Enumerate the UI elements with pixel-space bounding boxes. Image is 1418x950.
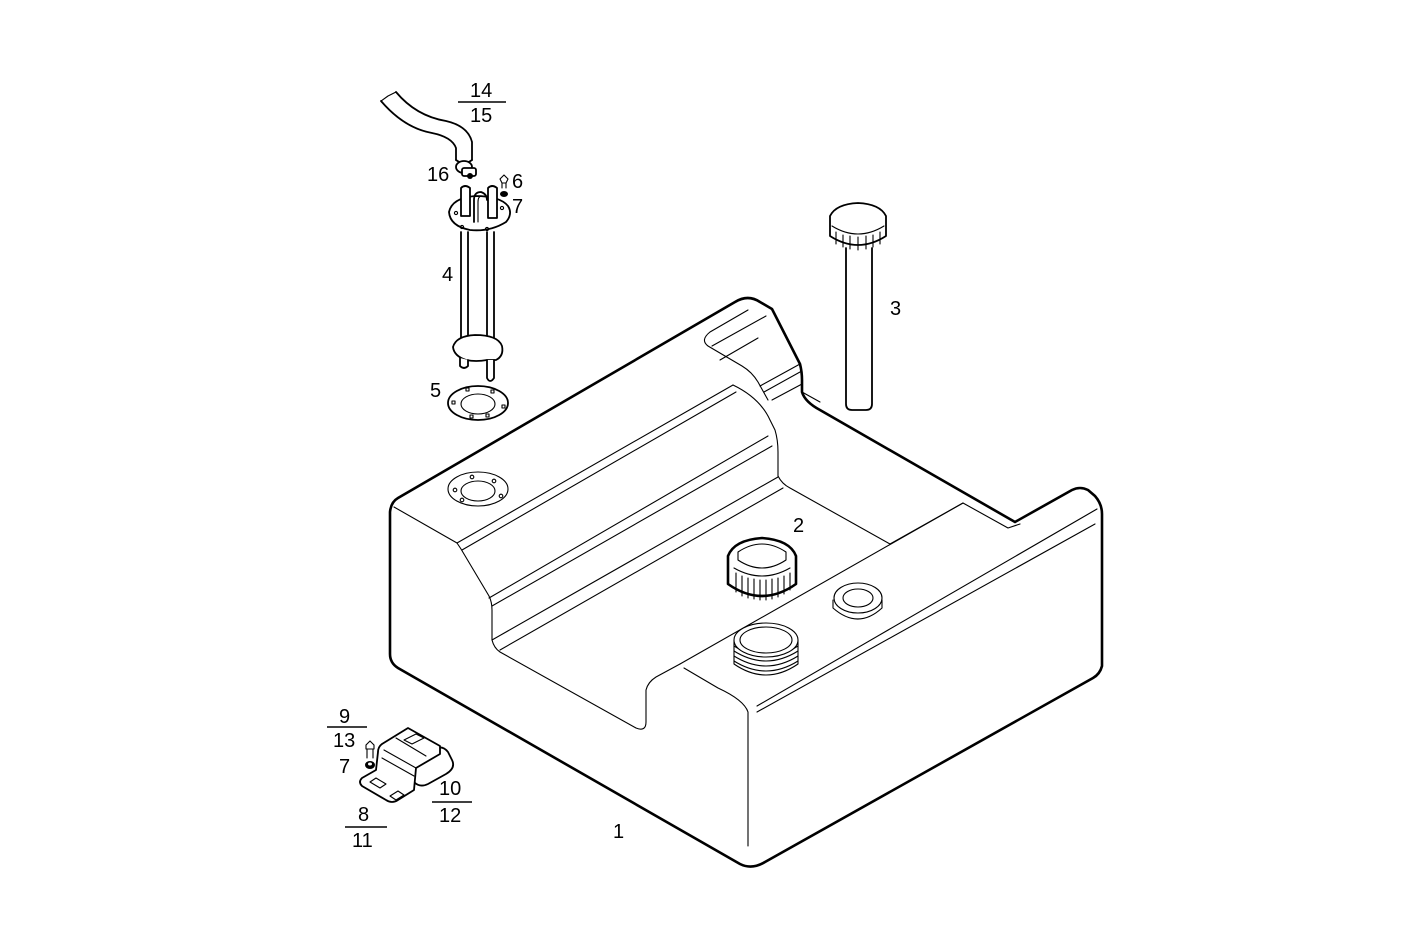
callout-labels: 14 15 16 6 7 4 5 3 2 1 9 13 7 10 12 8 11 <box>327 80 901 852</box>
callout-4: 4 <box>442 264 453 286</box>
callout-16: 16 <box>427 164 449 186</box>
callout-6: 6 <box>512 171 523 193</box>
callout-7-sender: 7 <box>512 196 523 218</box>
tank-fitting <box>832 582 883 620</box>
callout-14: 14 <box>470 80 492 102</box>
callout-2: 2 <box>793 515 804 537</box>
tank-sender-port <box>447 471 509 507</box>
callout-12: 12 <box>439 805 461 827</box>
callout-1: 1 <box>613 821 624 843</box>
filler-cap <box>726 536 798 601</box>
filler-tube-with-cap <box>829 202 887 411</box>
filler-neck <box>733 622 799 676</box>
hose-clamp <box>455 160 477 179</box>
bracket-bolt <box>365 740 375 769</box>
callout-8: 8 <box>358 804 369 826</box>
fuel-level-sender <box>448 185 511 382</box>
callout-3: 3 <box>890 298 901 320</box>
callout-10: 10 <box>439 778 461 800</box>
callout-15: 15 <box>470 105 492 127</box>
sender-gasket <box>447 385 509 421</box>
callout-5: 5 <box>430 380 441 402</box>
callout-9: 9 <box>339 706 350 728</box>
mounting-bracket <box>359 727 455 803</box>
callout-7-bracket: 7 <box>339 756 350 778</box>
sender-screw <box>499 174 509 197</box>
callout-13: 13 <box>333 730 355 752</box>
callout-11: 11 <box>352 830 373 852</box>
